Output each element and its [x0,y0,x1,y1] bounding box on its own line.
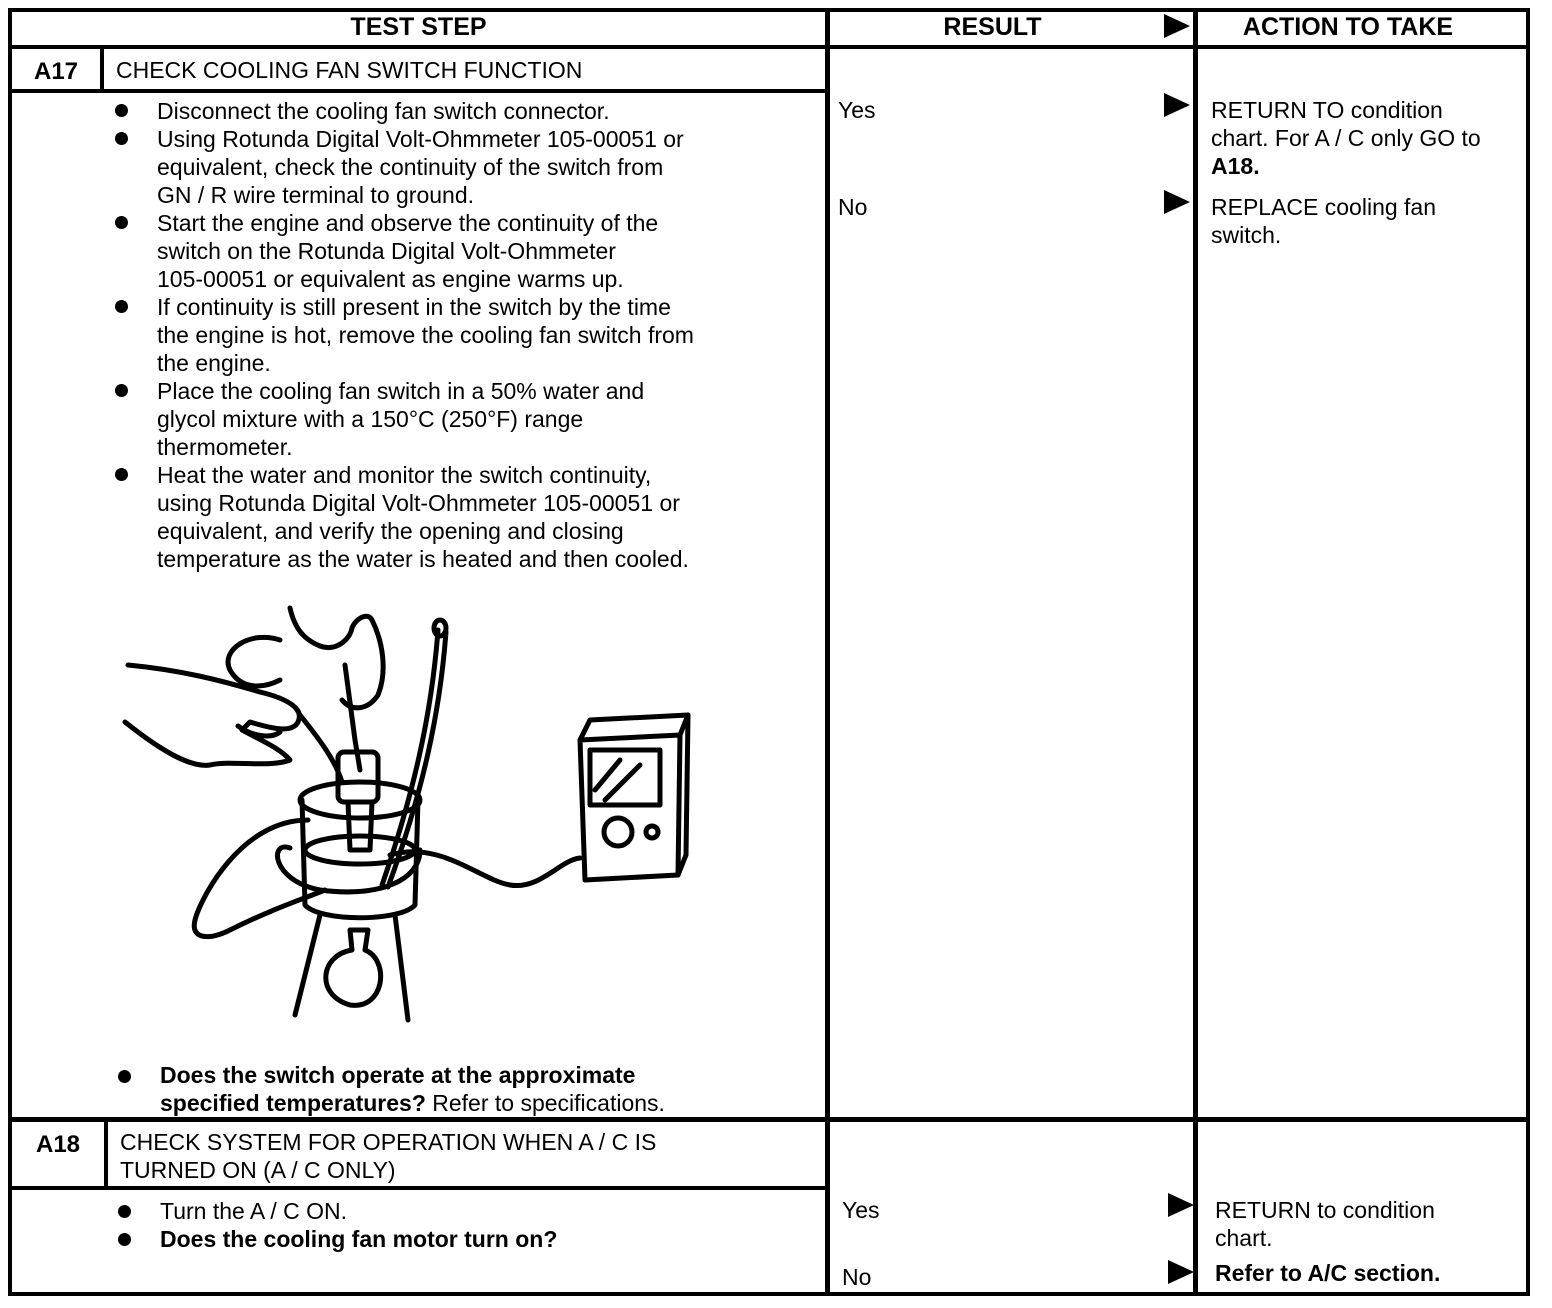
a17-result-no: No [838,194,868,220]
probe-lead-2 [342,662,363,773]
a18-title-line-2: TURNED ON (A / C ONLY) [120,1157,396,1183]
a17-bullet-1-line-1: Disconnect the cooling fan switch connec… [157,98,610,124]
burner [323,927,383,1008]
a18-bullet-2: Does the cooling fan motor turn on? [160,1226,558,1252]
header-arrow-icon [1164,14,1190,38]
a17-action-yes-line-1: RETURN TO condition [1211,97,1443,123]
step-title-a17: CHECK COOLING FAN SWITCH FUNCTION [116,57,583,83]
a17-bullet-2-line-2: equivalent, check the continuity of the … [157,154,664,180]
meter-wire-3 [225,634,283,689]
meter-wire-2 [387,849,583,889]
header-action-to-take: ACTION TO TAKE [1242,13,1454,41]
bullet-icon [118,1070,131,1083]
bullet-icon [115,104,128,117]
bullet-icon [115,300,128,313]
arrow-right-icon [1168,1193,1194,1217]
bullet-icon [115,384,128,397]
table-right-border [1526,8,1530,1296]
arrow-right-icon [1164,93,1190,117]
a17-bullet-6-line-1: Heat the water and monitor the switch co… [157,462,652,488]
bullet-icon [115,468,128,481]
a17-action-yes-goto: A18. [1211,153,1260,179]
header-result: RESULT [943,13,1042,41]
stand-leg-2 [392,912,411,1023]
a17-result-yes: Yes [838,97,876,123]
a17-id-divider [100,47,104,91]
result-column-left-border [825,8,830,1296]
a17-bullet-4-line-2: the engine is hot, remove the cooling fa… [157,322,694,348]
table-top-border [8,8,1530,12]
ohmmeter-dial [601,815,635,849]
a18-title-line-1: CHECK SYSTEM FOR OPERATION WHEN A / C IS [120,1129,657,1155]
a17-bullet-6-line-2: using Rotunda Digital Volt-Ohmmeter 105-… [157,490,680,516]
header-test-step: TEST STEP [350,13,487,41]
a17-action-yes-line-2: chart. For A / C only GO to [1211,125,1481,151]
a17-bullet-4-line-3: the engine. [157,350,271,376]
step-separator [8,1117,1530,1122]
hand-left [122,662,302,768]
header-bottom-border [8,45,1530,49]
a18-action-yes-line-1: RETURN to condition [1215,1197,1435,1223]
a17-bullet-2-line-3: GN / R wire terminal to ground. [157,182,475,208]
a17-action-no-line-2: switch. [1211,222,1282,248]
a17-action-no-line-1: REPLACE cooling fan [1211,194,1437,220]
action-column-left-border [1193,8,1198,1296]
bullet-icon [118,1205,131,1218]
a17-question-bold: specified temperatures? [160,1090,426,1116]
a17-bullet-4-line-1: If continuity is still present in the sw… [157,294,671,320]
table-left-border [8,8,12,1296]
a18-action-no: Refer to A/C section. [1215,1260,1441,1286]
stand-leg-1 [292,912,323,1018]
beaker-body [299,797,421,921]
a18-result-yes: Yes [842,1197,880,1223]
a18-result-no: No [842,1264,872,1290]
arrow-right-icon [1168,1260,1194,1284]
bullet-icon [115,216,128,229]
step-id-a17: A17 [33,58,79,85]
a17-bullet-3-line-1: Start the engine and observe the continu… [157,210,659,236]
a17-question-line-1: Does the switch operate at the approxima… [160,1062,636,1088]
a18-id-divider [104,1120,108,1190]
a18-action-yes-line-2: chart. [1215,1225,1273,1251]
a17-bullet-5-line-1: Place the cooling fan switch in a 50% wa… [157,378,645,404]
a17-bullet-3-line-2: switch on the Rotunda Digital Volt-Ohmme… [157,238,616,264]
bullet-icon [118,1233,131,1246]
fan-switch [335,749,381,805]
a18-bullet-1: Turn the A / C ON. [160,1198,348,1224]
table-bottom-border [8,1292,1530,1296]
hand-finger [235,723,283,739]
a17-bullet-6-line-3: equivalent, and verify the opening and c… [157,518,624,544]
a17-bullet-5-line-3: thermometer. [157,434,293,460]
step-id-a18: A18 [35,1131,81,1158]
thermometer [379,627,441,888]
a17-bullet-2-line-1: Using Rotunda Digital Volt-Ohmmeter 105-… [157,126,684,152]
hand-top [287,605,386,711]
bullet-icon [115,132,128,145]
a17-bullet-6-line-4: temperature as the water is heated and t… [157,546,689,572]
a17-bullet-3-line-3: 105-00051 or equivalent as engine warms … [157,266,624,292]
a18-title-bottom-border [8,1186,828,1190]
cooling-fan-switch-test-illustration [122,605,691,1023]
meter-wire-1 [191,817,328,940]
a17-question-line-2: specified temperatures? Refer to specifi… [160,1089,665,1117]
arrow-right-icon [1164,190,1190,214]
a17-question-rest: Refer to specifications. [425,1090,665,1116]
ohmmeter-display [587,747,663,808]
a17-bullet-5-line-2: glycol mixture with a 150°C (250°F) rang… [157,406,584,432]
a17-title-bottom-border [8,89,828,93]
